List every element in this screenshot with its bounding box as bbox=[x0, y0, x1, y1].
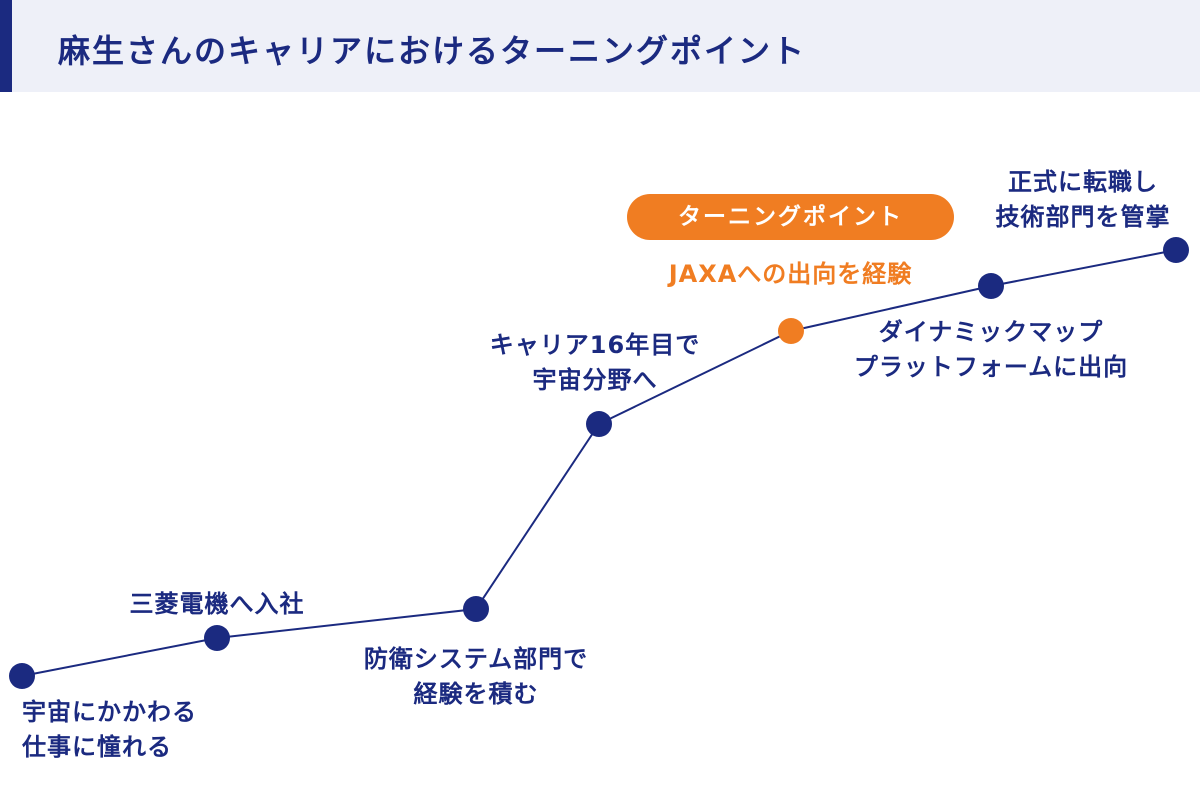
label-defense-line-1: 防衛システム部門で bbox=[363, 645, 589, 673]
label-space-line-1: キャリア16年目で bbox=[489, 331, 701, 359]
label-mitsubishi: 三菱電機へ入社 bbox=[92, 587, 342, 622]
node-defense bbox=[463, 596, 489, 622]
header-bar: 麻生さんのキャリアにおけるターニングポイント bbox=[0, 0, 1200, 92]
label-space-line-2: 宇宙分野へ bbox=[532, 366, 658, 394]
label-space: キャリア16年目で 宇宙分野へ bbox=[455, 328, 735, 398]
node-jaxa-turning-point bbox=[778, 318, 804, 344]
label-dynamic-line-1: ダイナミックマップ bbox=[878, 318, 1104, 346]
label-mitsubishi-line-1: 三菱電機へ入社 bbox=[129, 590, 305, 618]
label-dynamic-line-2: プラットフォームに出向 bbox=[853, 353, 1129, 381]
label-dynamic: ダイナミックマップ プラットフォームに出向 bbox=[826, 315, 1156, 385]
label-defense: 防衛システム部門で 経験を積む bbox=[326, 642, 626, 712]
label-jaxa: JAXAへの出向を経験 bbox=[627, 257, 954, 292]
node-space bbox=[586, 411, 612, 437]
label-defense-line-2: 経験を積む bbox=[413, 680, 539, 708]
header-accent-bar bbox=[0, 0, 12, 92]
label-start-line-2: 仕事に憧れる bbox=[22, 733, 172, 761]
label-transfer-line-2: 技術部門を管掌 bbox=[995, 203, 1171, 231]
label-start: 宇宙にかかわる 仕事に憧れる bbox=[22, 695, 197, 765]
label-transfer: 正式に転職し 技術部門を管掌 bbox=[968, 165, 1198, 235]
label-start-line-1: 宇宙にかかわる bbox=[22, 698, 197, 726]
node-transfer bbox=[1163, 237, 1189, 263]
label-jaxa-line-1: JAXAへの出向を経験 bbox=[668, 260, 913, 288]
page-title: 麻生さんのキャリアにおけるターニングポイント bbox=[58, 32, 807, 70]
node-mitsubishi bbox=[204, 625, 230, 651]
label-transfer-line-1: 正式に転職し bbox=[1008, 168, 1158, 196]
node-start bbox=[9, 663, 35, 689]
turning-point-badge: ターニングポイント bbox=[627, 194, 954, 240]
node-dynamic bbox=[978, 273, 1004, 299]
